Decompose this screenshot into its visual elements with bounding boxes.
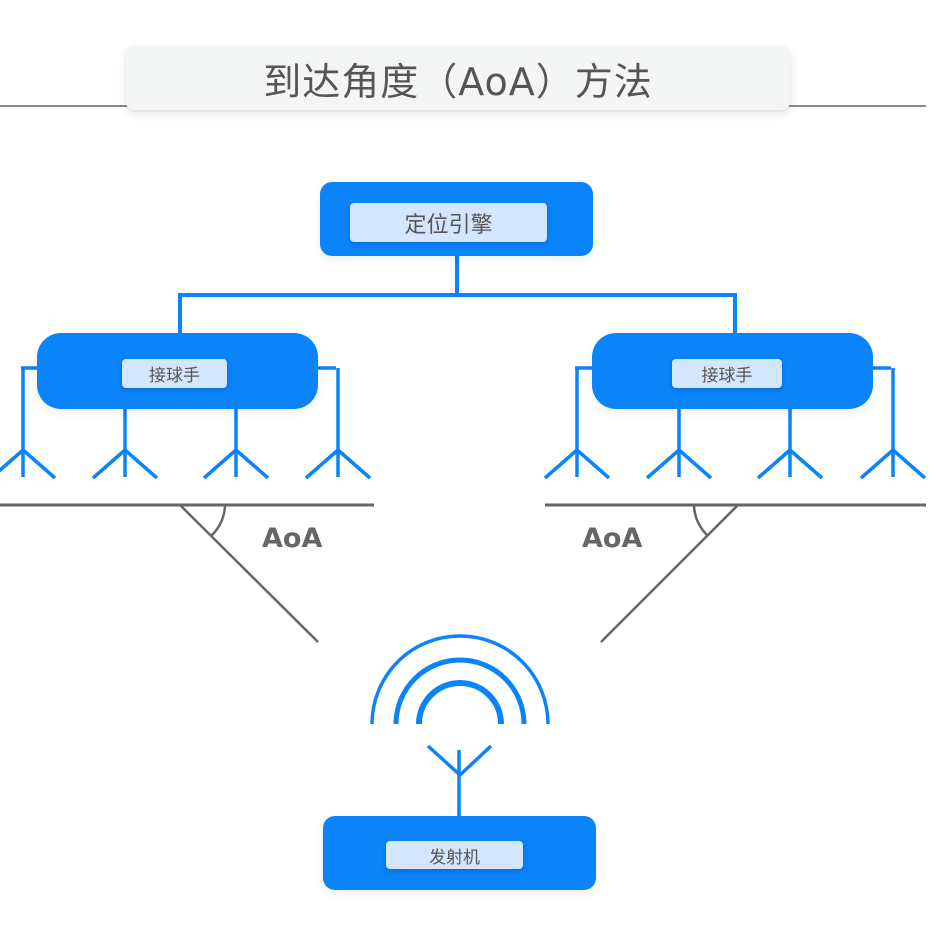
left-receiver-antenna-right-arm — [21, 448, 57, 480]
right-receiver-antenna-left-arm — [859, 448, 895, 480]
left-receiver-antenna-icon — [304, 366, 372, 480]
left-aoa-label: AoA — [262, 523, 323, 554]
right-receiver-antenna-right-arm — [788, 448, 824, 480]
positioning-engine-label: 定位引擎 — [404, 212, 493, 238]
left-receiver-antenna-left-arm — [304, 448, 340, 480]
right-angle-arc — [692, 505, 709, 537]
left-receiver-antenna-right-arm — [336, 448, 372, 480]
signal-waves — [370, 634, 550, 725]
transmitter-antenna-right-arm — [458, 744, 493, 777]
right-receiver-antenna-left-arm — [756, 448, 792, 480]
right-receiver-label: 接球手 — [701, 366, 753, 386]
positioning-engine-label-box: 定位引擎 — [350, 203, 547, 242]
right-receiver-antenna-left-arm — [645, 448, 681, 480]
page-title: 到达角度（AoA）方法 — [263, 59, 653, 104]
left-receiver-label-box: 接球手 — [122, 359, 227, 388]
transmitter-antenna-icon — [426, 744, 493, 818]
left-receiver-antenna-left-arm — [0, 448, 25, 473]
left-receiver-node: 接球手 — [37, 333, 318, 409]
right-receiver-antenna-right-arm — [677, 448, 713, 480]
left-receiver-label: 接球手 — [149, 366, 200, 386]
left-receiver-antenna-icon — [0, 366, 57, 480]
right-receiver-node: 接球手 — [592, 333, 873, 409]
transmitter-label: 发射机 — [429, 847, 480, 868]
left-angle-ray — [179, 504, 319, 643]
right-receiver-antenna-right-arm — [891, 448, 927, 480]
right-angle-ray — [600, 504, 739, 643]
transmitter-label-box: 发射机 — [386, 841, 523, 869]
right-receiver-antenna-icon — [756, 408, 824, 480]
title-bar: 到达角度（AoA）方法 — [126, 46, 790, 110]
signal-wave-arc — [370, 634, 550, 725]
right-receiver-label-box: 接球手 — [672, 359, 782, 388]
engine-connectors — [178, 256, 737, 335]
right-receiver-antenna-icon — [645, 408, 713, 480]
left-receiver-antenna-left-arm — [91, 448, 127, 480]
left-receiver-antenna-left-arm — [202, 448, 238, 480]
left-receiver-antenna-right-arm — [123, 448, 159, 480]
right-aoa-label: AoA — [582, 523, 643, 554]
signal-wave-arc — [393, 657, 527, 725]
left-receiver-antenna-icon — [91, 408, 159, 480]
left-receiver-antenna-icon — [202, 408, 270, 480]
positioning-engine-node: 定位引擎 — [320, 182, 593, 256]
right-receiver-antenna-right-arm — [575, 448, 611, 480]
signal-wave-arc — [416, 680, 504, 725]
right-receiver-antenna-left-arm — [543, 448, 579, 480]
right-receiver-antenna-icon — [859, 366, 927, 480]
left-receiver-antenna-right-arm — [234, 448, 270, 480]
transmitter-antenna-left-arm — [426, 744, 462, 777]
left-receiver-antenna-array — [0, 366, 372, 480]
transmitter-node: 发射机 — [323, 816, 596, 890]
right-receiver-antenna-array — [543, 366, 927, 480]
left-angle-arc — [210, 505, 227, 537]
right-receiver-antenna-icon — [543, 366, 611, 480]
